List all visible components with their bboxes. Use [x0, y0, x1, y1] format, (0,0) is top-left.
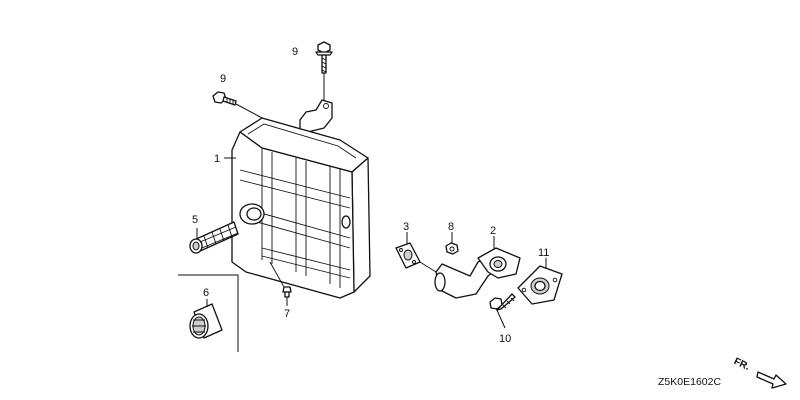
callout-3: 3: [403, 221, 409, 233]
bolt-10: [489, 293, 516, 311]
callout-9-top: 9: [292, 46, 298, 58]
screen-6: [189, 303, 223, 339]
front-arrow-icon: [756, 371, 787, 389]
diagram-code: Z5K0E1602C: [658, 376, 721, 388]
callout-8: 8: [448, 221, 454, 233]
callout-5: 5: [192, 214, 198, 226]
mounting-bracket: [299, 99, 333, 135]
exhaust-pipe-2: [434, 247, 521, 299]
callout-11: 11: [538, 247, 549, 259]
leader-10: [495, 307, 506, 329]
front-direction-marker: FR.: [732, 356, 787, 389]
bolt-9-top: [315, 41, 333, 74]
spark-arrester-5: [189, 221, 239, 254]
leader-9-left: [235, 103, 263, 119]
bolt-9-left: [212, 91, 237, 106]
callout-2: 2: [490, 225, 496, 237]
callout-9-left: 9: [220, 73, 226, 85]
gasket-3: [395, 242, 421, 269]
inset-frame: [178, 274, 239, 352]
callout-6: 6: [203, 287, 209, 299]
gasket-11: [517, 265, 563, 305]
callout-10: 10: [499, 333, 511, 345]
callout-7: 7: [284, 308, 290, 320]
front-marker-label: FR.: [732, 356, 751, 373]
callout-1: 1: [214, 153, 220, 165]
muffler-body: [231, 117, 371, 299]
nut-8: [445, 242, 459, 255]
screw-7: [282, 286, 292, 298]
